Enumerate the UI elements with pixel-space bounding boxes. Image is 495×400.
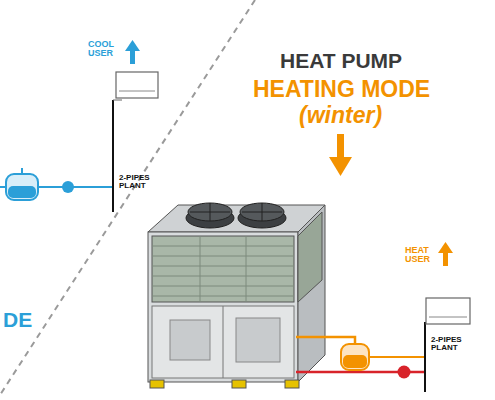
cut-heading: DE	[3, 309, 32, 331]
heading-mode: HEATING MODE	[253, 77, 430, 101]
plant-label: 2-PIPES PLANT	[119, 174, 163, 191]
user-label: COOL USER	[88, 40, 126, 59]
plant-label: 2-PIPES PLANT	[431, 336, 475, 353]
heat-pump-unit	[148, 203, 325, 388]
heading-arrow	[329, 134, 352, 176]
heading-title: HEAT PUMP	[280, 50, 402, 72]
heating-circuit	[296, 242, 470, 392]
user-label: HEAT USER	[405, 246, 441, 265]
heading-season: (winter)	[299, 103, 382, 127]
